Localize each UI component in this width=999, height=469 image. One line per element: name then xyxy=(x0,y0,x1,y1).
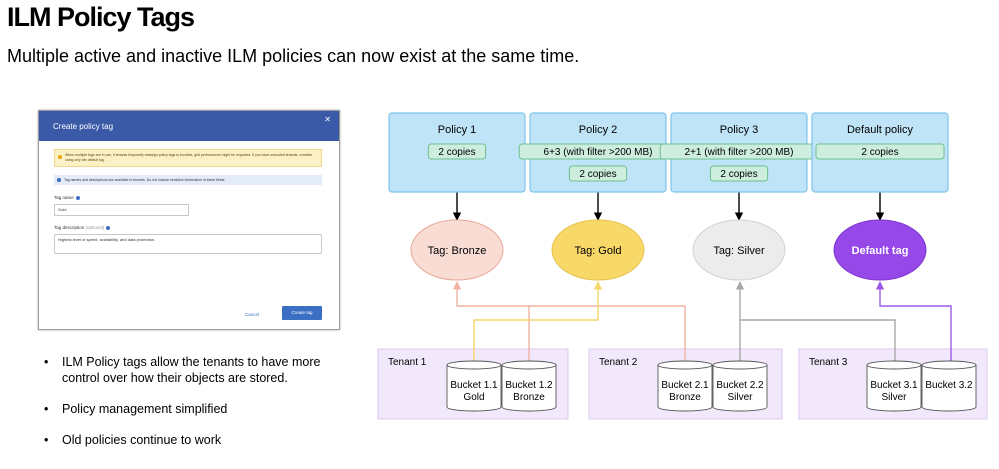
close-icon[interactable]: ✕ xyxy=(324,115,331,124)
info-alert: Tag names and descriptions are available… xyxy=(54,175,322,185)
bullet-item: Policy management simplified xyxy=(44,401,344,417)
bucket-tag: Bronze xyxy=(669,392,701,403)
tag-name-label: Tag name xyxy=(54,195,80,200)
tag-description-label: Tag description (optional) xyxy=(54,225,111,230)
tag-label: Tag: Gold xyxy=(574,245,621,257)
tag-node: Default tag xyxy=(833,219,927,281)
bronze-link xyxy=(452,281,530,365)
bronze-link xyxy=(529,305,686,365)
rule-label: 2 copies xyxy=(438,147,475,158)
bucket-tag: Silver xyxy=(727,392,753,403)
rule-label: 2 copies xyxy=(579,169,616,180)
bucket-name: Bucket 3.1 xyxy=(870,380,918,391)
rule-pill xyxy=(568,165,628,182)
rule-label: 2+1 (with filter >200 MB) xyxy=(685,147,794,158)
tag-node: Tag: Silver xyxy=(692,219,786,281)
bucket-tag: Bronze xyxy=(513,392,545,403)
rule-label: 6+3 (with filter >200 MB) xyxy=(544,147,653,158)
gold-link xyxy=(473,281,603,365)
bucket-name: Bucket 2.1 xyxy=(661,380,709,391)
tag-node: Tag: Gold xyxy=(551,219,645,281)
tag-name-input[interactable]: Gold xyxy=(54,204,189,216)
default-link xyxy=(875,281,952,365)
help-icon[interactable] xyxy=(75,195,80,200)
policy-box: Policy 1 2 copies xyxy=(388,112,526,193)
tag-node: Tag: Bronze xyxy=(410,219,504,281)
page-title: ILM Policy Tags xyxy=(7,2,195,32)
bucket-name: Bucket 2.2 xyxy=(716,380,764,391)
tag-label: Tag: Silver xyxy=(713,245,765,257)
rule-pill xyxy=(815,143,945,160)
bullet-item: Old policies continue to work xyxy=(44,432,344,448)
tenant-name: Tenant 3 xyxy=(809,357,848,368)
policy-name: Policy 2 xyxy=(579,124,618,136)
bullet-list: ILM Policy tags allow the tenants to hav… xyxy=(44,354,344,463)
dialog-header: Create policy tag ✕ xyxy=(39,111,339,141)
create-tag-button[interactable]: Create tag xyxy=(282,306,322,320)
bucket-name: Bucket 3.2 xyxy=(925,380,973,391)
policy-name: Policy 1 xyxy=(438,124,477,136)
silver-link xyxy=(740,319,896,365)
rule-label: 2 copies xyxy=(720,169,757,180)
warning-alert: When multiple tags are in use, if tenant… xyxy=(54,149,322,167)
page-subtitle: Multiple active and inactive ILM policie… xyxy=(7,46,580,66)
dialog-title: Create policy tag xyxy=(53,122,114,131)
tenant-name: Tenant 1 xyxy=(388,357,427,368)
policy-box: Policy 3 2+1 (with filter >200 MB) 2 copie… xyxy=(659,112,819,193)
help-icon[interactable] xyxy=(106,225,111,230)
tag-label: Default tag xyxy=(852,245,909,257)
policy-name: Default policy xyxy=(847,124,914,136)
rule-pill xyxy=(709,165,769,182)
bucket-tag: Gold xyxy=(463,392,484,403)
policy-box: Default policy 2 copies xyxy=(811,112,949,193)
rule-pill xyxy=(427,143,487,160)
tag-label: Tag: Bronze xyxy=(428,245,487,257)
bucket-name: Bucket 1.1 xyxy=(450,380,498,391)
bullet-item: ILM Policy tags allow the tenants to hav… xyxy=(44,354,344,386)
create-policy-tag-dialog: Create policy tag ✕ When multiple tags a… xyxy=(38,110,340,330)
cancel-button[interactable]: Cancel xyxy=(245,312,260,317)
policy-box: Policy 2 6+3 (with filter >200 MB) 2 copie… xyxy=(518,112,678,193)
bucket-tag: Silver xyxy=(881,392,907,403)
tenant-name: Tenant 2 xyxy=(599,357,638,368)
policy-name: Policy 3 xyxy=(720,124,759,136)
rule-label: 2 copies xyxy=(861,147,898,158)
tag-description-textarea[interactable]: Highest level of speed, availability, an… xyxy=(54,234,322,254)
bucket-cylinder: Bucket 3.2 xyxy=(921,360,977,412)
bucket-name: Bucket 1.2 xyxy=(505,380,553,391)
